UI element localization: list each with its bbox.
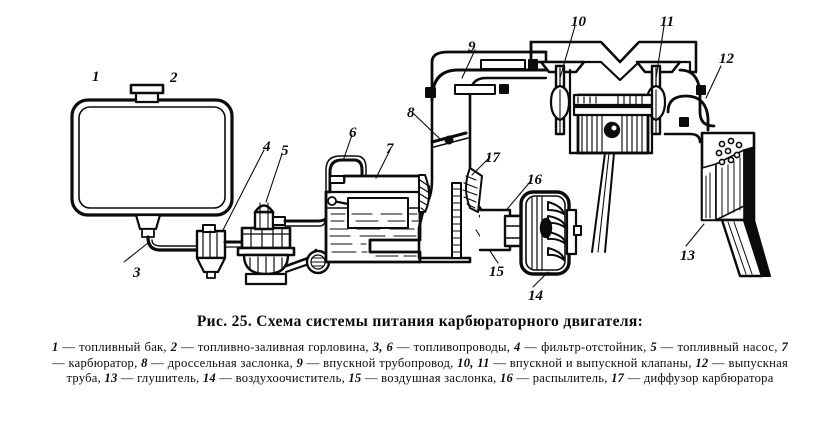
legend-entry-number: 9	[296, 355, 304, 370]
legend-entry-number: 12	[695, 355, 709, 370]
legend-entry-number: 14	[202, 371, 216, 386]
callout-9: 9	[468, 39, 476, 55]
fuel-system-schematic	[70, 25, 771, 288]
figure-legend: 1 — топливный бак, 2 — топливно-заливная…	[52, 340, 788, 387]
figure-title: Рис. 25. Схема системы питания карбюрато…	[196, 313, 644, 330]
callout-10: 10	[571, 14, 586, 30]
legend-entry-dash: —	[303, 355, 324, 370]
legend-entry-dash: —	[513, 371, 533, 386]
legend-entry-dash: —	[393, 340, 414, 354]
settling-filter-shape	[195, 149, 265, 279]
legend-entry-label: выпускная труба,	[66, 355, 789, 386]
callout-12: 12	[719, 51, 734, 67]
legend-entry-label: топливно-заливная горловина,	[197, 340, 373, 354]
legend-entry-dash: —	[361, 371, 382, 386]
legend-entry-label: воздухоочиститель,	[235, 371, 349, 386]
legend-entry-number: 15	[348, 371, 362, 386]
callout-3: 3	[133, 265, 141, 281]
legend-entry-dash: —	[52, 355, 69, 370]
callout-16: 16	[527, 172, 542, 188]
legend-entry-number: 10, 11	[457, 355, 490, 370]
legend-entry-label: глушитель,	[137, 371, 203, 386]
callout-17: 17	[485, 150, 500, 166]
legend-entry-label: впускной и выпускной клапаны,	[509, 355, 696, 370]
legend-entry-label: воздушная заслонка,	[381, 371, 500, 386]
legend-entry-number: 4	[513, 340, 521, 354]
legend-entry-dash: —	[177, 340, 198, 354]
legend-entry-label: дроссельная заслонка,	[167, 355, 297, 370]
callout-15: 15	[489, 264, 504, 280]
legend-entry-number: 5	[650, 340, 657, 354]
callout-6: 6	[349, 125, 357, 141]
legend-entry-number: 8	[141, 355, 148, 370]
legend-entry-number: 16	[499, 371, 514, 386]
legend-entry-number: 2	[170, 340, 178, 354]
callout-13: 13	[680, 248, 695, 264]
legend-entry-number: 3, 6	[372, 340, 394, 354]
fuel-tank-shape	[70, 98, 234, 217]
filler-neck-shape	[129, 83, 165, 104]
legend-entry-label: топливный бак,	[79, 340, 171, 354]
carburettor-shape	[324, 149, 430, 264]
intake-manifold-shape	[430, 49, 548, 102]
legend-entry-dash: —	[215, 371, 236, 386]
legend-entry-label: топливный насос,	[677, 340, 782, 354]
legend-entry-dash: —	[708, 355, 729, 370]
callout-5: 5	[281, 143, 289, 159]
piston-cylinder-shape	[568, 68, 654, 253]
caption-block: Рис. 25. Схема системы питания карбюрато…	[0, 305, 840, 432]
air-cleaner-shape	[478, 190, 582, 288]
legend-entry-number: 17	[611, 371, 625, 386]
legend-entry-label: топливопроводы,	[413, 340, 514, 354]
legend-entry-label: впускной трубопровод,	[323, 355, 458, 370]
exhaust-pipe-shape	[663, 65, 722, 144]
legend-entry-number: 13	[104, 371, 118, 386]
legend-entry-label: распылитель,	[532, 371, 612, 386]
throttle-valve-shape	[413, 87, 469, 148]
carburettor-venturi-shape	[417, 94, 491, 264]
callout-8: 8	[407, 105, 415, 121]
callout-11: 11	[660, 14, 675, 30]
legend-entry-number: 1	[52, 340, 59, 354]
legend-entry-label: карбюратор,	[68, 355, 142, 370]
legend-entry-label: фильтр-отстойник,	[541, 340, 651, 354]
callout-7: 7	[386, 141, 394, 157]
callout-2: 2	[170, 70, 178, 86]
legend-entry-dash: —	[489, 355, 510, 370]
filter-pump-link	[223, 240, 244, 248]
intake-valve-shape	[539, 25, 586, 136]
callout-14: 14	[528, 288, 543, 304]
legend-entry-dash: —	[520, 340, 542, 354]
legend-entry-dash: —	[58, 340, 80, 354]
legend-entry-dash: —	[147, 355, 168, 370]
callout-1: 1	[92, 69, 100, 85]
callout-4: 4	[263, 139, 271, 155]
fuel-line-3	[123, 235, 199, 263]
legend-entry-label: диффузор карбюратора	[643, 371, 774, 386]
muffler-shape	[685, 131, 771, 278]
legend-entry-dash: —	[656, 340, 678, 354]
diagram-area: 1 2 3 4 5 6 7 8 9 10 11 12 13 14 15 16 1…	[70, 14, 771, 304]
legend-entry-number: 7	[781, 340, 789, 354]
legend-entry-dash: —	[117, 371, 138, 386]
tank-outlet-shape	[134, 213, 162, 238]
legend-entry-dash: —	[624, 371, 644, 386]
fuel-pump-shape	[236, 153, 331, 286]
